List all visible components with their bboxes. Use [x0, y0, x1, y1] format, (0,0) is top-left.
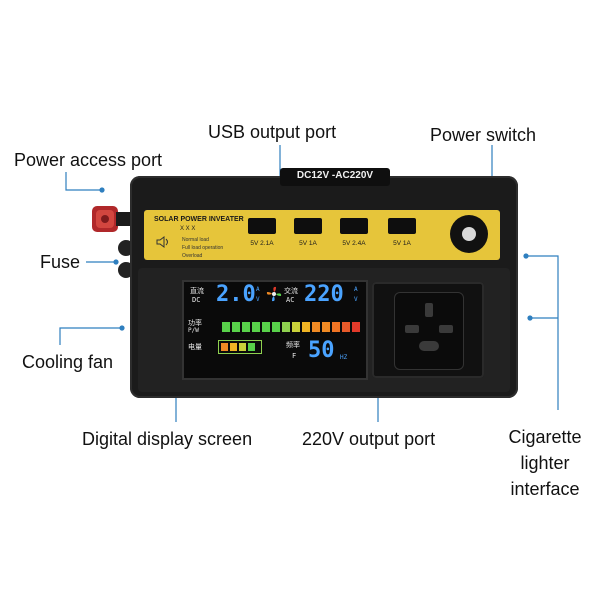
usb-port-2-label: 5V 1A	[299, 240, 317, 247]
usb-port-1-label: 5V 2.1A	[250, 240, 274, 247]
lcd-dc-label: DC	[192, 296, 201, 304]
legend-full: Full load operation	[182, 245, 224, 251]
lcd-freq-label: F	[292, 352, 297, 360]
label-power-access-port: Power access port	[14, 150, 163, 170]
brand-text: SOLAR POWER INVEATER	[154, 216, 244, 223]
lcd-power-label-cn: 功率	[188, 319, 202, 327]
label-fuse: Fuse	[40, 252, 81, 272]
label-digital-display-screen: Digital display screen	[82, 429, 253, 449]
lower-panel: 直流 DC 2.0 A V 交流 AC 220 A V 功率 P/W	[138, 268, 510, 392]
power-segment	[242, 322, 250, 332]
power-segment	[312, 322, 320, 332]
label-cigarette-lighter-interface: Cigarette lighter interface	[508, 427, 582, 499]
control-panel: SOLAR POWER INVEATER X X X Normal load F…	[144, 210, 500, 260]
socket-pin	[439, 325, 453, 333]
lcd-power-label: P/W	[188, 327, 199, 334]
usb-port-3-label: 5V 2.4A	[342, 240, 366, 247]
power-segment	[322, 322, 330, 332]
lcd-freq-label-cn: 频率	[286, 341, 300, 349]
power-segment	[332, 322, 340, 332]
usb-port-4[interactable]	[388, 218, 416, 234]
lcd-freq-unit: HZ	[340, 354, 348, 361]
lcd-ac-unit-a: A	[354, 286, 358, 293]
lcd-ac-label: AC	[286, 296, 295, 304]
power-segment	[292, 322, 300, 332]
legend-normal: Normal load	[182, 237, 209, 243]
lcd-battery-label-cn: 电量	[188, 343, 202, 351]
legend-overload: Overload	[182, 253, 203, 259]
socket-pin	[425, 303, 433, 317]
usb-port-4-label: 5V 1A	[393, 240, 411, 247]
socket-pin	[419, 341, 439, 351]
label-power-switch: Power switch	[430, 125, 537, 145]
label-usb-output-port: USB output port	[208, 122, 337, 142]
socket-pin	[405, 325, 419, 333]
power-segment	[262, 322, 270, 332]
lcd-ac-unit-v: V	[354, 296, 358, 303]
lcd-dc-label-cn: 直流	[190, 287, 204, 295]
inverter-device: DC12V -AC220V SOLAR POWER INVEATER X X X…	[130, 168, 518, 400]
usb-port-2[interactable]	[294, 218, 322, 234]
status-legend: Normal load Full load operation Overload	[154, 236, 223, 260]
leader-power-access	[65, 172, 102, 191]
power-segment	[342, 322, 350, 332]
digital-display: 直流 DC 2.0 A V 交流 AC 220 A V 功率 P/W	[182, 280, 368, 380]
usb-port-3[interactable]	[340, 218, 368, 234]
power-segment	[352, 322, 360, 332]
lcd-dc-value: 2.0	[216, 282, 256, 307]
ac-output-socket[interactable]	[372, 282, 484, 378]
power-segment	[302, 322, 310, 332]
lcd-freq-value: 50	[308, 338, 335, 363]
power-segment	[272, 322, 280, 332]
power-segment	[222, 322, 230, 332]
usb-port-1[interactable]	[248, 218, 276, 234]
power-segment	[232, 322, 240, 332]
lcd-ac-label-cn: 交流	[284, 287, 298, 295]
socket-face	[394, 292, 464, 370]
status-marks: X X X	[180, 226, 196, 232]
power-segment	[252, 322, 260, 332]
label-220v-output-port: 220V output port	[302, 429, 436, 449]
speaker-icon	[156, 236, 168, 248]
battery-gauge	[218, 340, 262, 354]
label-cooling-fan: Cooling fan	[22, 352, 114, 372]
model-strip: DC12V -AC220V	[280, 168, 390, 186]
power-access-terminal-icon	[92, 206, 132, 232]
fan-icon	[266, 286, 282, 302]
lcd-dc-unit-v: V	[256, 296, 260, 303]
power-switch-button[interactable]	[450, 215, 488, 253]
model-text: DC12V -AC220V	[296, 170, 374, 181]
power-segment	[282, 322, 290, 332]
lcd-dc-unit-a: A	[256, 286, 260, 293]
leader-cooling-fan	[59, 327, 122, 345]
lcd-ac-value: 220	[304, 282, 344, 307]
leader-cigarette-top	[526, 255, 559, 410]
